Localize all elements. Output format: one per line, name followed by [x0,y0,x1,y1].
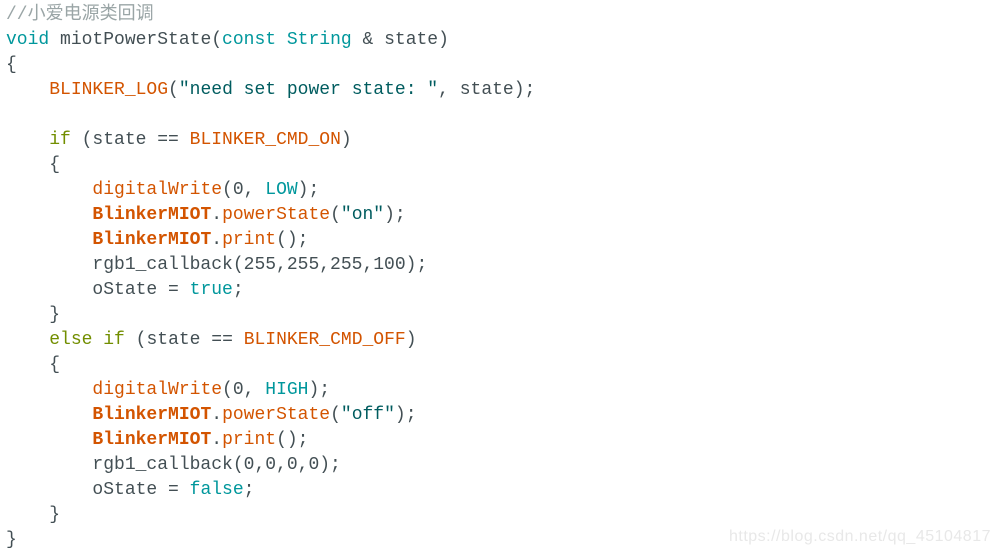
code-token-ty: void [6,30,50,50]
code-token-pl: . [211,430,223,450]
code-token-pl: (state == [70,130,190,150]
code-line: } [6,503,535,528]
code-token-pl: . [211,230,223,250]
code-token-pl [6,180,92,200]
code-line: } [6,528,535,553]
code-token-ty: const [222,30,277,50]
code-token-pl: oState = [6,280,190,300]
code-token-fn: BLINKER_LOG [49,80,169,100]
code-token-pl: { [6,355,61,375]
code-token-fn: print [222,230,277,250]
code-line: //小爱电源类回调 [6,3,535,28]
code-token-st: "off" [340,405,395,425]
code-token-pl: (state == [124,330,244,350]
code-token-kw: if [49,130,71,150]
code-token-cm: //小爱电源类回调 [6,5,154,25]
code-token-fn: BLINKER_CMD_ON [189,130,341,150]
code-token-st: "need set power state: " [178,80,439,100]
code-token-pl [6,130,49,150]
code-token-cb: BlinkerMIOT [92,405,212,425]
code-token-pl: . [211,405,223,425]
code-line: rgb1_callback(255,255,255,100); [6,253,535,278]
code-line: else if (state == BLINKER_CMD_OFF) [6,328,535,353]
code-token-kw: if [103,330,125,350]
code-token-fn: digitalWrite [92,380,223,400]
code-token-pl: ); [308,380,331,400]
code-token-fn: powerState [222,205,331,225]
code-token-pl [276,30,287,50]
code-token-pl [6,230,92,250]
code-token-pl [92,330,103,350]
code-token-fn: BLINKER_CMD_OFF [243,330,406,350]
code-token-st: "on" [340,205,385,225]
code-token-fn: digitalWrite [92,180,223,200]
code-token-pl: (); [276,430,309,450]
code-token-pl [6,80,49,100]
code-token-bi: LOW [265,180,298,200]
code-token-kw: else [49,330,93,350]
code-token-pl: ; [232,280,244,300]
code-token-pl [6,430,92,450]
code-token-pl: } [6,505,61,525]
code-token-fn: powerState [222,405,331,425]
code-line: BlinkerMIOT.powerState("off"); [6,403,535,428]
code-token-pl: ( [168,80,179,100]
code-line: oState = false; [6,478,535,503]
code-token-pl: (); [276,230,309,250]
code-line [6,103,535,128]
code-token-pl: { [6,55,17,75]
code-token-pl [6,405,92,425]
code-token-pl [6,205,92,225]
code-line: BLINKER_LOG("need set power state: ", st… [6,78,535,103]
code-token-pl: , state); [438,80,536,100]
code-line: void miotPowerState(const String & state… [6,28,535,53]
code-token-cb: BlinkerMIOT [92,205,212,225]
code-token-cb: BlinkerMIOT [92,430,212,450]
code-token-bi: true [189,280,233,300]
csdn-watermark: https://blog.csdn.net/qq_45104817 [728,528,991,545]
code-token-pl: rgb1_callback(255,255,255,100); [6,255,428,275]
code-line: digitalWrite(0, LOW); [6,178,535,203]
code-line: BlinkerMIOT.print(); [6,228,535,253]
code-token-pl: ); [394,405,417,425]
code-token-pl: & state) [351,30,449,50]
code-token-pl: (0, [222,380,266,400]
code-token-pl: ); [297,180,320,200]
code-token-pl: ( [330,405,341,425]
code-token-pl: ) [340,130,352,150]
code-token-ty: String [286,30,352,50]
code-line: { [6,153,535,178]
code-line: digitalWrite(0, HIGH); [6,378,535,403]
code-token-pl: ( [330,205,341,225]
code-token-pl: } [6,530,17,550]
code-line: rgb1_callback(0,0,0,0); [6,453,535,478]
code-token-pl: ; [243,480,255,500]
code-token-cb: BlinkerMIOT [92,230,212,250]
code-line: if (state == BLINKER_CMD_ON) [6,128,535,153]
code-token-pl: miotPowerState( [49,30,223,50]
code-line: { [6,353,535,378]
code-line: } [6,303,535,328]
code-line: oState = true; [6,278,535,303]
code-token-pl: . [211,205,223,225]
code-line: { [6,53,535,78]
code-token-pl: } [6,305,61,325]
code-token-pl: ) [405,330,417,350]
code-token-pl [6,380,92,400]
code-token-pl: ); [384,205,406,225]
code-token-bi: HIGH [265,380,309,400]
code-token-pl: (0, [222,180,266,200]
code-token-fn: print [222,430,277,450]
code-token-bi: false [189,480,244,500]
code-block: //小爱电源类回调 void miotPowerState(const Strin… [6,3,535,553]
code-token-pl: oState = [6,480,190,500]
code-token-pl [6,330,49,350]
code-line: BlinkerMIOT.print(); [6,428,535,453]
code-token-pl: rgb1_callback(0,0,0,0); [6,455,341,475]
code-token-pl: { [6,155,61,175]
code-line: BlinkerMIOT.powerState("on"); [6,203,535,228]
